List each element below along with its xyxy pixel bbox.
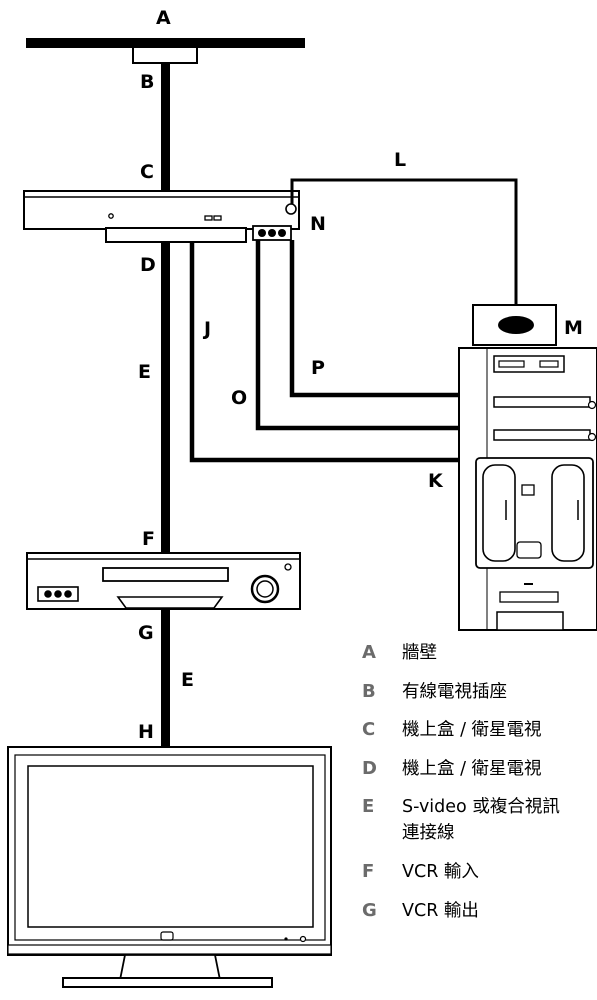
legend-letter: D: [362, 757, 377, 779]
legend-item-a: A 牆壁: [362, 640, 597, 666]
legend-text: VCR 輸出: [402, 900, 479, 921]
wall: [26, 38, 305, 48]
label-h: H: [138, 721, 154, 743]
legend-item-g: G VCR 輸出: [362, 898, 597, 924]
legend-item-d: D 機上盒 / 衛星電視: [362, 756, 597, 782]
television: [7, 746, 332, 988]
legend-text: 牆壁: [402, 643, 437, 663]
legend-text-line1: S-video 或複合視訊: [402, 797, 560, 818]
cable-l: [290, 178, 518, 310]
legend-text: 機上盒 / 衛星電視: [402, 720, 542, 741]
legend: A 牆壁 B 有線電視插座 C 機上盒 / 衛星電視 D 機上盒 / 衛星電視 …: [362, 640, 597, 936]
vcr: [26, 552, 301, 610]
label-g: G: [138, 622, 154, 644]
label-e-bottom: E: [181, 669, 194, 691]
label-o: O: [231, 387, 247, 409]
legend-text: 有線電視插座: [402, 681, 507, 702]
label-c: C: [140, 161, 154, 183]
legend-item-b: B 有線電視插座: [362, 679, 597, 705]
computer-tower: [458, 347, 597, 631]
label-k: K: [428, 470, 444, 492]
ir-receiver: [472, 304, 557, 346]
cable-j: [189, 242, 461, 463]
legend-letter: F: [362, 860, 375, 882]
label-m: M: [564, 317, 583, 339]
label-l: L: [394, 149, 406, 171]
set-top-box: [23, 190, 300, 243]
legend-item-f: F VCR 輸入: [362, 859, 597, 885]
label-n: N: [310, 213, 326, 235]
legend-text: 機上盒 / 衛星電視: [402, 758, 542, 779]
cable-outlet: [132, 46, 198, 64]
legend-letter: A: [362, 642, 376, 663]
legend-text: VCR 輸入: [402, 861, 479, 882]
label-b: B: [140, 71, 154, 93]
label-j: J: [202, 318, 211, 340]
label-d: D: [140, 254, 156, 276]
label-a: A: [156, 7, 171, 29]
cable-o: [255, 240, 461, 431]
label-e-top: E: [138, 361, 151, 383]
legend-item-c: C 機上盒 / 衛星電視: [362, 717, 597, 743]
legend-letter: E: [362, 796, 375, 818]
legend-item-e: E S-video 或複合視訊 連接線: [362, 794, 597, 846]
label-f: F: [142, 528, 155, 550]
legend-text-line2: 連接線: [402, 823, 455, 844]
legend-letter: C: [362, 719, 376, 741]
legend-text: S-video 或複合視訊 連接線: [402, 794, 560, 846]
legend-letter: B: [362, 680, 376, 702]
legend-letter: G: [362, 899, 377, 921]
cable-p: [289, 240, 461, 398]
main-cable: [161, 63, 170, 750]
label-p: P: [311, 357, 325, 379]
